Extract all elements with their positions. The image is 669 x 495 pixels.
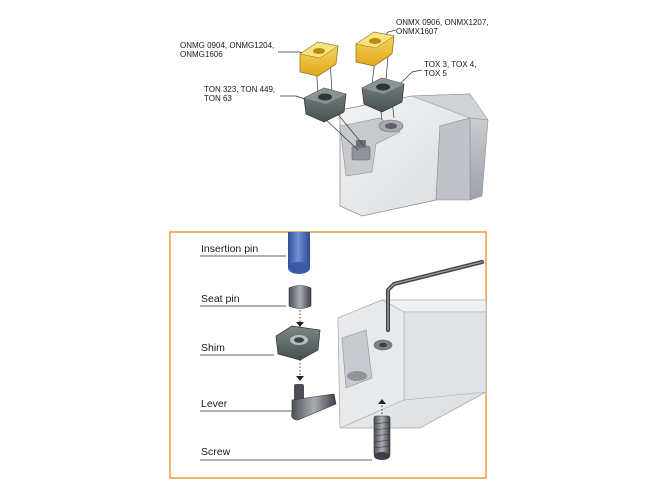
label-shim: Shim [201, 342, 225, 354]
shim-ton [303, 87, 347, 123]
label-tox-line2: TOX 5 [424, 69, 447, 78]
top-exploded-view [278, 29, 489, 217]
top-tool-holder [339, 93, 489, 217]
label-onmg-line2: ONMG1606 [180, 50, 223, 59]
label-ton: TON 323, TON 449, TON 63 [204, 85, 275, 103]
label-onmg-line1: ONMG 0904, ONMG1204, [180, 41, 275, 50]
hex-key [386, 260, 484, 332]
insertion-pin [288, 232, 310, 274]
seat-pin [288, 285, 312, 309]
insert-onmx [355, 31, 395, 67]
shim-tox [361, 77, 405, 113]
label-onmx-line2: ONMX1607 [396, 27, 438, 36]
label-ton-line1: TON 323, TON 449, [204, 85, 276, 94]
assembly-arrows [299, 310, 383, 414]
part-leader-lines [200, 255, 372, 461]
label-onmx: ONMX 0906, ONMX1207, ONMX1607 [396, 18, 488, 36]
arrow-heads [296, 322, 386, 404]
insert-onmg [299, 41, 339, 77]
lever-part [291, 384, 337, 421]
bottom-tool-holder [337, 299, 487, 429]
label-onmg: ONMG 0904, ONMG1204, ONMG1606 [180, 41, 274, 59]
shim-part [275, 325, 321, 361]
label-seat-pin: Seat pin [201, 293, 240, 305]
screw-part [373, 415, 391, 460]
label-tox: TOX 3, TOX 4, TOX 5 [424, 60, 476, 78]
bottom-assembly-view [169, 231, 487, 479]
label-screw: Screw [201, 446, 231, 458]
label-ton-line2: TON 63 [204, 94, 232, 103]
label-tox-line1: TOX 3, TOX 4, [424, 60, 477, 69]
label-onmx-line1: ONMX 0906, ONMX1207, [396, 18, 489, 27]
label-lever: Lever [201, 398, 228, 410]
label-insertion-pin: Insertion pin [201, 243, 259, 255]
